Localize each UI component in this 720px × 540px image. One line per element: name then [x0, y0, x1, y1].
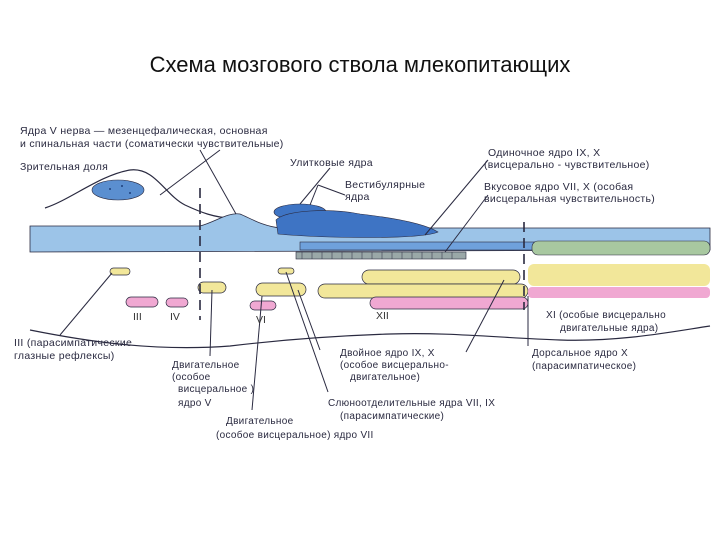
label-solitary-2: (висцерально - чувствительное) [484, 159, 650, 171]
label-n5-line2: и спинальная части (соматически чувствит… [20, 138, 284, 150]
optic-lobe-outline [44, 169, 233, 219]
label-motor-vii-1: Двигательное [226, 416, 294, 427]
label-dorsal-x-2: (парасимпатическое) [532, 361, 636, 372]
ventral-outline [29, 325, 711, 349]
label-motor-v-4: ядро V [178, 398, 212, 409]
label-ambiguus-1: Двойное ядро IX, X [340, 348, 435, 359]
label-solitary-1: Одиночное ядро IX, X [488, 147, 600, 159]
nucleus-xi [528, 287, 710, 298]
label-vestibular-2: ядра [345, 191, 370, 203]
vestibular-nuclei [275, 210, 439, 238]
label-motor-v-1: Двигательное [172, 360, 240, 371]
label-motor-vii-2: (особое висцеральное) ядро VII [216, 429, 374, 441]
nucleus-iii [125, 296, 159, 308]
nucleus-xii [369, 296, 529, 310]
label-iii-para-1: III (парасимпатические [14, 337, 132, 349]
label-motor-v-2: (особое [172, 371, 211, 383]
label-salivary-2: (парасимпатические) [340, 411, 444, 422]
label-cochlear: Улитковые ядра [290, 157, 373, 169]
motor-vii-nucleus [255, 282, 307, 297]
label-vi: VI [256, 314, 266, 326]
optic-lobe-nucleus [91, 179, 145, 201]
label-gustatory-2: висцеральная чувствительность) [484, 193, 655, 205]
label-dorsal-x-1: Дорсальное ядро X [532, 348, 628, 359]
label-xi-1: XI (особые висцерально [546, 309, 666, 321]
label-salivary-1: Слюноотделительные ядра VII, IX [328, 398, 495, 409]
label-ambiguus-3: двигательное) [350, 372, 420, 383]
nucleus-vi [249, 300, 277, 311]
small-yellow-nucleus [277, 267, 295, 275]
nucleus-iv [165, 297, 189, 308]
label-iii-para-2: глазные рефлексы) [14, 350, 115, 362]
salivary-nucleus [361, 269, 521, 285]
dorsal-x-nucleus [317, 283, 529, 299]
label-optic-lobe: Зрительная доля [20, 161, 108, 173]
label-xi-2: двигательные ядра) [560, 323, 658, 334]
label-ambiguus-2: (особое висцерально- [340, 359, 449, 371]
leader-lines [59, 149, 529, 411]
label-iv: IV [170, 311, 180, 323]
gustatory-nucleus [295, 251, 467, 260]
green-nucleus [531, 240, 711, 256]
label-xii: XII [376, 310, 389, 322]
label-motor-v-3: висцеральное ) [178, 384, 254, 395]
label-iii: III [133, 311, 142, 323]
iii-para-nucleus [109, 267, 131, 276]
label-n5-line1: Ядра V нерва — мезенцефалическая, основн… [20, 125, 268, 137]
label-vestibular-1: Вестибулярные [345, 179, 425, 191]
page-title: Схема мозгового ствола млекопитающих [149, 52, 571, 77]
label-gustatory-1: Вкусовое ядро VII, X (особая [484, 181, 633, 193]
yellow-nucleus-right [528, 264, 710, 286]
